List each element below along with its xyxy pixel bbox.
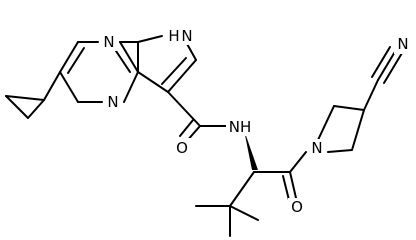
bond: [282, 175, 290, 201]
label-bg: [394, 36, 412, 54]
amide-group: [167, 91, 227, 143]
bond: [137, 71, 169, 93]
label-bg: [226, 118, 256, 136]
bond: [161, 57, 187, 85]
bond: [113, 47, 131, 73]
pyrazine-ring: [59, 41, 139, 103]
bond: [383, 52, 403, 84]
atom-label-n-pyrazine-bottom: N: [107, 93, 118, 111]
bond: [5, 95, 45, 101]
bond: [333, 105, 365, 111]
bond: [363, 79, 379, 111]
atom-label-o-ketone: O: [291, 198, 303, 216]
bond: [371, 46, 391, 78]
label-bg: [168, 27, 198, 45]
atom-label-n-pyrrole: N: [181, 27, 192, 45]
atom-label-n-pyrazine-top: N: [103, 33, 114, 51]
label-bg: [288, 198, 306, 216]
bond: [59, 41, 79, 73]
label-bg: [104, 93, 122, 111]
atom-label-o-amide: O: [176, 139, 188, 157]
bond: [317, 105, 335, 141]
bond: [119, 41, 139, 73]
atom-label-n-nitrile: N: [397, 35, 408, 53]
bond: [289, 151, 307, 173]
bond: [289, 171, 297, 199]
tert-butyl-group: [195, 130, 259, 237]
label-bg: [308, 139, 326, 157]
pyrrole-ring: [119, 35, 197, 93]
nitrile-group: [363, 46, 403, 111]
bond: [377, 49, 397, 81]
bond: [43, 71, 61, 101]
atom-label-nh-amide: NH: [229, 118, 252, 136]
atom-label-n-azetidine: N: [311, 139, 322, 157]
bond: [59, 71, 79, 103]
bond: [229, 171, 255, 207]
azetidine-ring: [317, 105, 365, 153]
bond: [5, 95, 29, 119]
bond: [327, 149, 353, 153]
bond: [167, 91, 201, 127]
atom-labels: N H N N N NH O N O: [101, 27, 412, 216]
bond: [167, 59, 197, 93]
cyclopropyl-group: [5, 71, 61, 119]
bond: [351, 109, 365, 151]
bond: [27, 99, 45, 119]
wedge-bond: [244, 130, 258, 170]
bond: [67, 47, 85, 74]
bond: [229, 205, 259, 221]
bond: [137, 35, 163, 43]
label-bg: [101, 33, 117, 51]
ketone-group: [253, 151, 307, 201]
label-bg: [174, 138, 192, 156]
atom-label-nh-pyrrole: H: [168, 27, 179, 45]
bond: [179, 119, 194, 137]
bond: [123, 71, 139, 103]
